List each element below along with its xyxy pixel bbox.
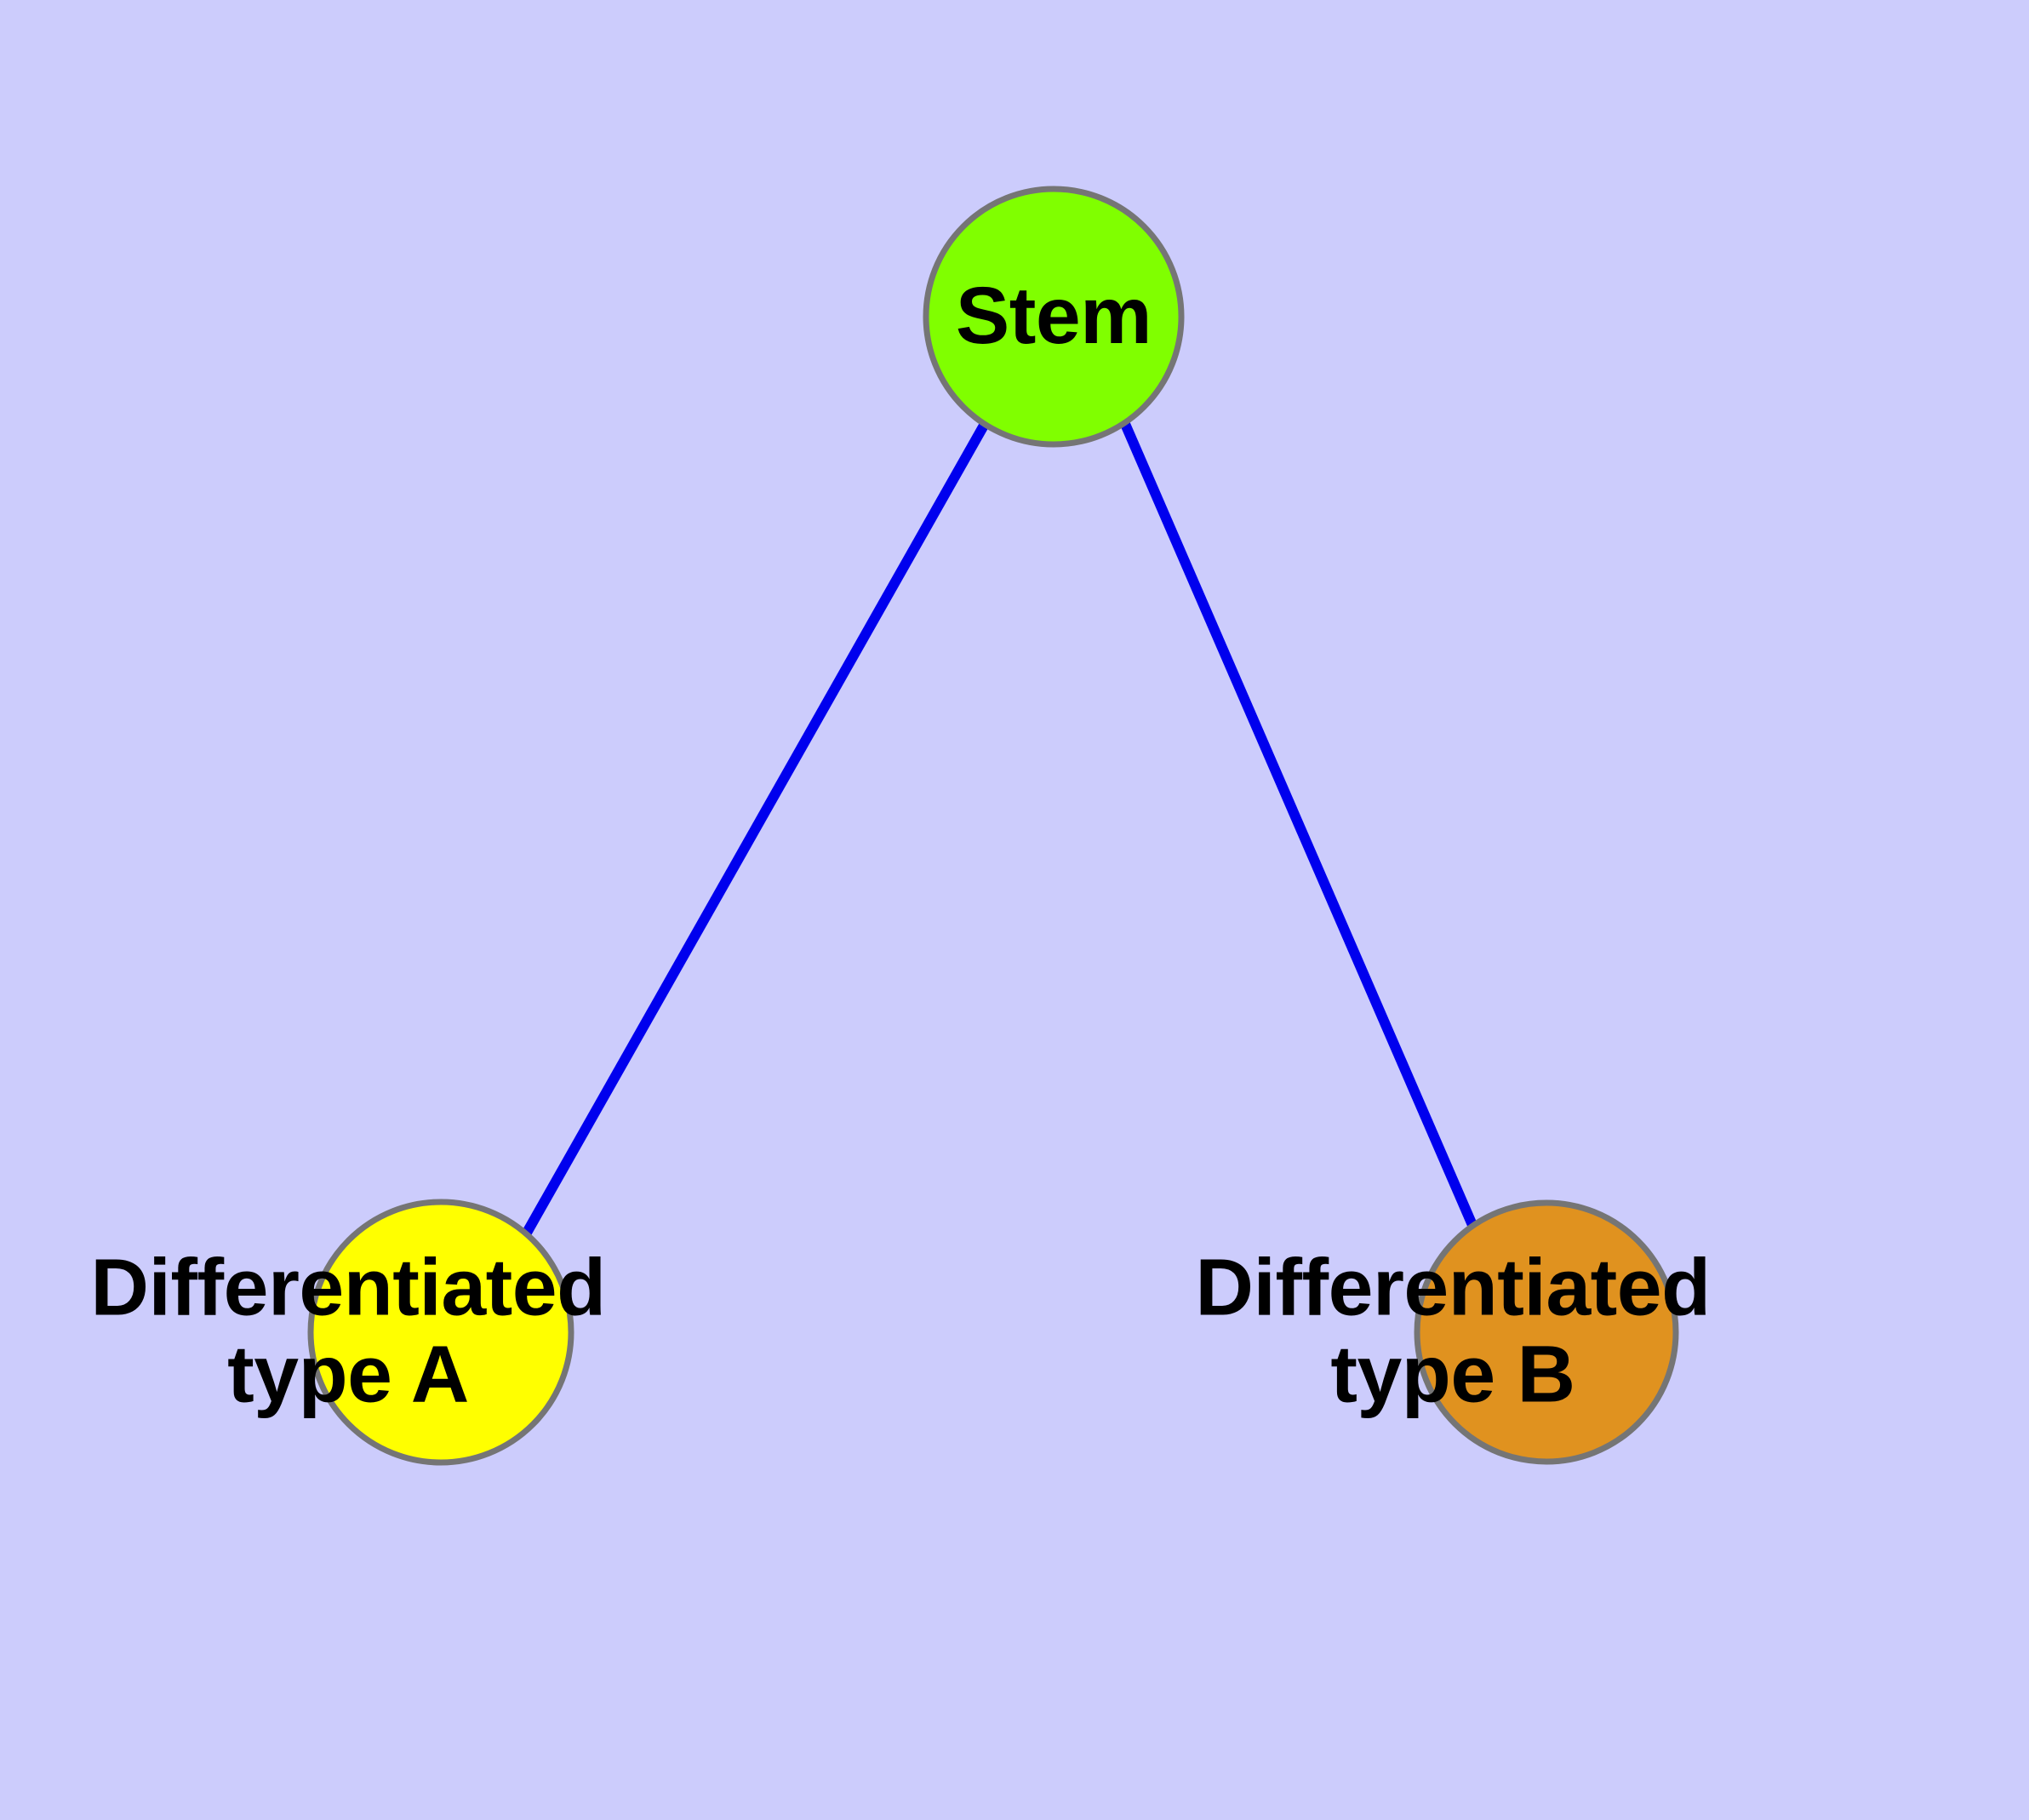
- node-differentiated-type-b[interactable]: [1414, 1199, 1679, 1465]
- node-stem[interactable]: [923, 186, 1185, 448]
- edge-layer: [522, 421, 1480, 1235]
- node-differentiated-type-a[interactable]: [307, 1199, 574, 1466]
- edge-stem-to-type-a[interactable]: [522, 421, 990, 1235]
- node-layer: [307, 186, 1679, 1466]
- edge-stem-to-type-b[interactable]: [1120, 421, 1480, 1233]
